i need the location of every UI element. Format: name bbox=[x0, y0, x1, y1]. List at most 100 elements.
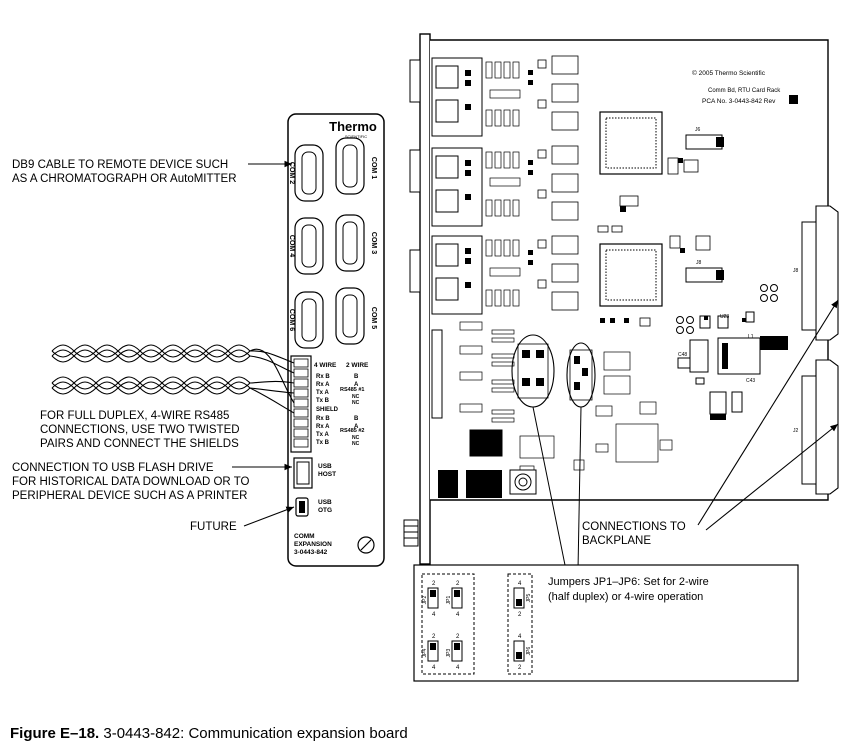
callout-usb: CONNECTION TO USB FLASH DRIVE FOR HISTOR… bbox=[12, 462, 292, 502]
callout-rs485-line3: PAIRS AND CONNECT THE SHIELDS bbox=[40, 438, 239, 450]
com-port-1[interactable] bbox=[335, 137, 365, 195]
figure-caption-label: Figure E–18. bbox=[10, 725, 100, 742]
jumper-jp3: 2 4 JP3 bbox=[446, 634, 463, 671]
term-rxa-2: Rx A bbox=[316, 424, 330, 430]
jp4-top: 2 bbox=[432, 634, 436, 640]
panel-label-1: COMM bbox=[294, 533, 315, 540]
jumper-block-left bbox=[517, 343, 549, 399]
callout-usb-line2: FOR HISTORICAL DATA DOWNLOAD OR TO bbox=[12, 476, 250, 488]
callout-db9: DB9 CABLE TO REMOTE DEVICE SUCH AS A CHR… bbox=[12, 159, 292, 185]
jp2-bottom: 4 bbox=[432, 612, 436, 618]
com-6-label: COM 6 bbox=[288, 309, 295, 331]
ref-y1: J6 bbox=[695, 127, 701, 133]
jp5-top: 4 bbox=[518, 581, 522, 587]
jumper-block-right bbox=[569, 349, 593, 401]
usb-host-port[interactable] bbox=[293, 457, 313, 489]
callout-future: FUTURE bbox=[190, 506, 295, 533]
callout-backplane-line2: BACKPLANE bbox=[582, 535, 651, 547]
usb-otg-label-2: OTG bbox=[318, 507, 332, 514]
backplane-connector-j2 bbox=[801, 359, 839, 495]
jp1-bottom: 4 bbox=[456, 612, 460, 618]
rs485-1-label: RS485 #1 bbox=[340, 387, 364, 393]
com-3-label: COM 3 bbox=[370, 232, 377, 254]
jp3-top: 2 bbox=[456, 634, 460, 640]
pcb-pca-number: PCA No. 3-0443-842 Rev bbox=[702, 98, 776, 105]
jumper-jp2: 2 4 JP2 bbox=[422, 581, 439, 618]
term-nc-1a: NC bbox=[352, 394, 360, 400]
term-txb-1: Tx B bbox=[316, 398, 330, 404]
thermo-logo-sub: SCIENTIFIC bbox=[345, 134, 367, 139]
jumper-inset: Jumpers JP1–JP6: Set for 2-wire (half du… bbox=[413, 564, 799, 682]
chip-u2 bbox=[599, 111, 663, 175]
front-panel: Thermo SCIENTIFIC COM 2 COM 1 bbox=[287, 113, 385, 567]
trimmer-pot bbox=[509, 469, 537, 495]
term-rxb-2: Rx B bbox=[316, 416, 330, 422]
com-5-label: COM 5 bbox=[370, 307, 377, 329]
jp3-bottom: 4 bbox=[456, 665, 460, 671]
com-port-5[interactable] bbox=[335, 287, 365, 345]
jumper-jp5: 4 2 JP5 bbox=[513, 581, 532, 618]
jumper-inset-text-2: (half duplex) or 4-wire operation bbox=[548, 591, 703, 603]
twisted-pair-cable-1 bbox=[51, 344, 295, 404]
panel-label-3: 3-0443-842 bbox=[294, 549, 328, 556]
term-nc-2a: NC bbox=[352, 435, 360, 441]
jp4-bottom: 4 bbox=[432, 665, 436, 671]
callout-rs485-line1: FOR FULL DUPLEX, 4-WIRE RS485 bbox=[40, 410, 229, 422]
term-nc-1b: NC bbox=[352, 400, 360, 406]
term-b-2: B bbox=[354, 416, 359, 422]
term-txa-1: Tx A bbox=[316, 390, 329, 396]
term-rxb-1: Rx B bbox=[316, 374, 330, 380]
usb-otg-label-1: USB bbox=[318, 499, 332, 506]
callout-rs485: FOR FULL DUPLEX, 4-WIRE RS485 CONNECTION… bbox=[40, 410, 240, 450]
usb-host-label-2: HOST bbox=[318, 471, 336, 478]
jp6-bottom: 2 bbox=[518, 665, 522, 671]
jumper-inset-text-1: Jumpers JP1–JP6: Set for 2-wire bbox=[548, 576, 709, 588]
twisted-pair-cable-2 bbox=[51, 376, 295, 414]
jumper-jp6: 4 2 JP6 bbox=[513, 634, 532, 671]
terminal-block[interactable] bbox=[290, 355, 312, 453]
callout-usb-line1: CONNECTION TO USB FLASH DRIVE bbox=[12, 462, 214, 474]
ref-j8: J8 bbox=[793, 268, 799, 274]
jp1-label: JP1 bbox=[446, 595, 452, 604]
figure-caption: Figure E–18. 3-0443-842: Communication e… bbox=[10, 725, 408, 742]
term-a-1: A bbox=[354, 382, 359, 388]
ref-j2: J2 bbox=[793, 428, 799, 434]
jp5-bottom: 2 bbox=[518, 612, 522, 618]
usb-host-label-1: USB bbox=[318, 463, 332, 470]
jp1-top: 2 bbox=[456, 581, 460, 587]
callout-future-text: FUTURE bbox=[190, 521, 237, 533]
term-b-1: B bbox=[354, 374, 359, 380]
com-port-3[interactable] bbox=[335, 214, 365, 272]
term-txa-2: Tx A bbox=[316, 432, 329, 438]
backplane-connector-j8 bbox=[801, 205, 839, 341]
figure-caption-text: 3-0443-842: Communication expansion boar… bbox=[103, 725, 408, 742]
com-port-4[interactable] bbox=[294, 217, 324, 275]
rs485-2-label: RS485 #2 bbox=[340, 428, 364, 434]
ref-u23: U23 bbox=[720, 314, 729, 320]
pcb-board: © 2005 Thermo Scientific Comm Bd, RTU Ca… bbox=[403, 33, 839, 571]
panel-screw-icon bbox=[357, 536, 375, 554]
chip-u3 bbox=[599, 243, 663, 307]
jp3-label: JP3 bbox=[446, 648, 452, 657]
com-4-label: COM 4 bbox=[288, 235, 295, 257]
thermo-logo-text: Thermo bbox=[329, 119, 377, 134]
jp5-label: JP5 bbox=[526, 593, 532, 602]
term-txb-2: Tx B bbox=[316, 440, 330, 446]
jp2-top: 2 bbox=[432, 581, 436, 587]
pcb-name: Comm Bd, RTU Card Rack bbox=[708, 88, 781, 94]
usb-otg-port[interactable] bbox=[295, 497, 309, 517]
term-nc-2b: NC bbox=[352, 441, 360, 447]
com-port-2[interactable] bbox=[294, 144, 324, 202]
board-diagram: Thermo SCIENTIFIC COM 2 COM 1 bbox=[12, 33, 839, 682]
panel-label-2: EXPANSION bbox=[294, 541, 332, 548]
pcb-copyright: © 2005 Thermo Scientific bbox=[692, 69, 766, 77]
callout-usb-line3: PERIPHERAL DEVICE SUCH AS A PRINTER bbox=[12, 490, 247, 502]
ref-y2: J8 bbox=[696, 260, 702, 266]
jp2-label: JP2 bbox=[422, 595, 428, 604]
header-4wire: 4 WIRE bbox=[314, 362, 337, 369]
com-port-6[interactable] bbox=[294, 291, 324, 349]
ref-l1: L1 bbox=[748, 334, 754, 340]
ref-c48: C48 bbox=[678, 352, 687, 358]
jumper-jp1: 2 4 JP1 bbox=[446, 581, 463, 618]
jp6-label: JP6 bbox=[526, 646, 532, 655]
